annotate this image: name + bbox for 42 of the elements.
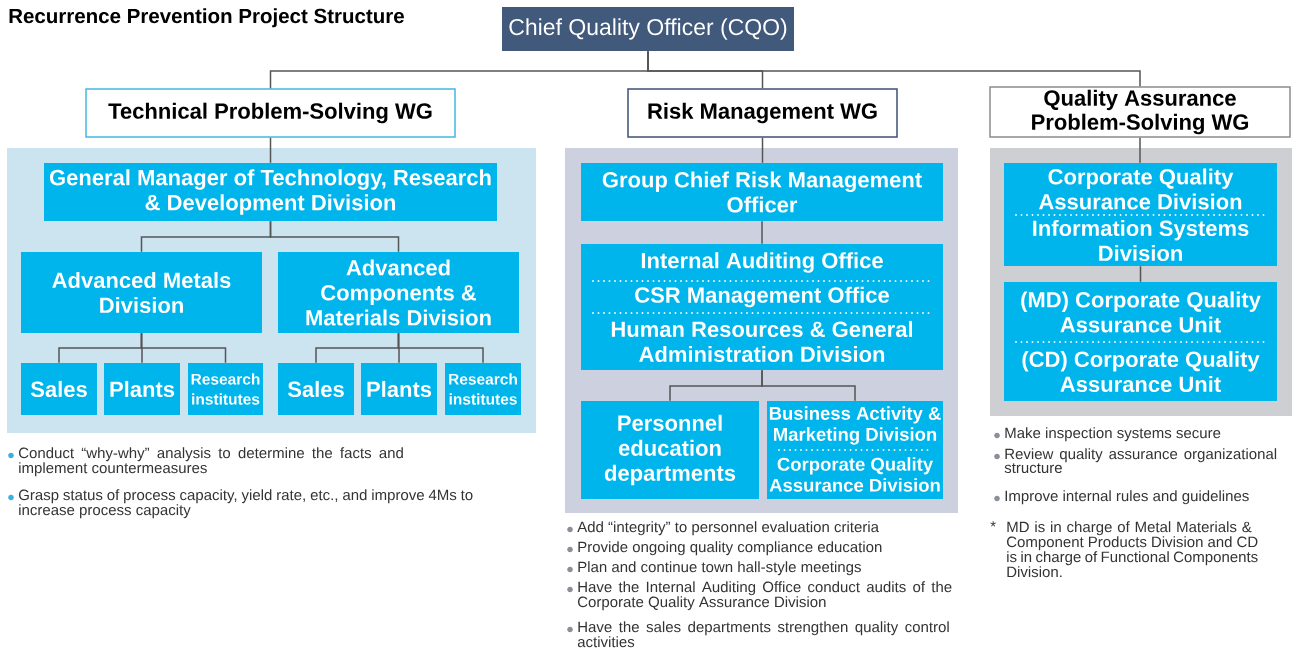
bullet-point: Make inspection systems secure bbox=[994, 427, 1221, 442]
connector-line bbox=[647, 50, 1141, 87]
connector-line bbox=[140, 332, 227, 364]
unit-box: Internal Auditing Office CSR Management Office Human Resources & General Administration Division bbox=[581, 244, 943, 370]
unit-box: (MD) Corporate Quality Assurance Unit (CD) Corporate Quality Assurance Unit bbox=[1004, 282, 1277, 401]
unit-box: Advanced Metals Division bbox=[21, 252, 262, 333]
bullet-point: Grasp status of process capacity, yield rate, etc., and improve 4Ms to increase process capacity bbox=[8, 489, 473, 519]
bullet-point: Plan and continue town hall-style meetings bbox=[567, 561, 861, 576]
footnote-mark: * bbox=[990, 521, 996, 527]
unit-box: Plants bbox=[104, 363, 180, 415]
unit-box: Advanced Components & Materials Division bbox=[278, 252, 519, 333]
unit-box: Plants bbox=[361, 363, 437, 415]
officer-box: Chief Quality Officer (CQO) bbox=[502, 7, 794, 51]
working-group-box: Risk Management WG bbox=[627, 88, 898, 138]
unit-box: Personnel education departments bbox=[581, 401, 759, 499]
bullet-point: Add “integrity” to personnel evaluation criteria bbox=[567, 521, 879, 536]
footnote: MD is in charge of Metal Materials & Component Products Division and CD is in charge of Functional Components Division. bbox=[1007, 521, 1258, 578]
connector-line bbox=[1139, 265, 1142, 283]
connector-line bbox=[1139, 137, 1141, 164]
bullet-point: Provide ongoing quality compliance education bbox=[567, 541, 882, 556]
unit-box: Research institutes bbox=[445, 363, 521, 415]
working-group-box: Quality Assurance Problem-Solving WG bbox=[989, 86, 1291, 138]
connector-line bbox=[269, 137, 272, 164]
title: Recurrence Prevention Project Structure bbox=[9, 8, 404, 28]
bullet-point: Improve internal rules and guidelines bbox=[994, 490, 1249, 505]
working-group-box: Technical Problem-Solving WG bbox=[85, 88, 456, 138]
connector-line bbox=[761, 220, 763, 245]
unit-box: Sales bbox=[278, 363, 354, 415]
bullet-point: Have the sales departments strengthen quality control activities bbox=[567, 621, 949, 648]
bullet-point: Conduct “why-why” analysis to determine the facts and implement countermeasures bbox=[8, 447, 403, 477]
unit-box: Business Activity & Marketing Division Corporate Quality Assurance Division bbox=[767, 401, 943, 499]
unit-box: Group Chief Risk Management Officer bbox=[581, 163, 943, 221]
connector-line bbox=[761, 369, 856, 402]
unit-box: Research institutes bbox=[188, 363, 263, 415]
connector-line bbox=[269, 220, 400, 253]
bullet-point: Review quality assurance organizational structure bbox=[994, 448, 1277, 474]
connector-line bbox=[397, 332, 484, 364]
bullet-point: Have the Internal Auditing Office conduct audits of the Corporate Quality Assurance Division bbox=[567, 581, 952, 611]
unit-box: General Manager of Technology, Research & Development Division bbox=[44, 163, 497, 221]
unit-box: Sales bbox=[21, 363, 97, 415]
unit-box: Corporate Quality Assurance Division Information Systems Division bbox=[1004, 163, 1277, 266]
connector-line bbox=[761, 137, 764, 164]
